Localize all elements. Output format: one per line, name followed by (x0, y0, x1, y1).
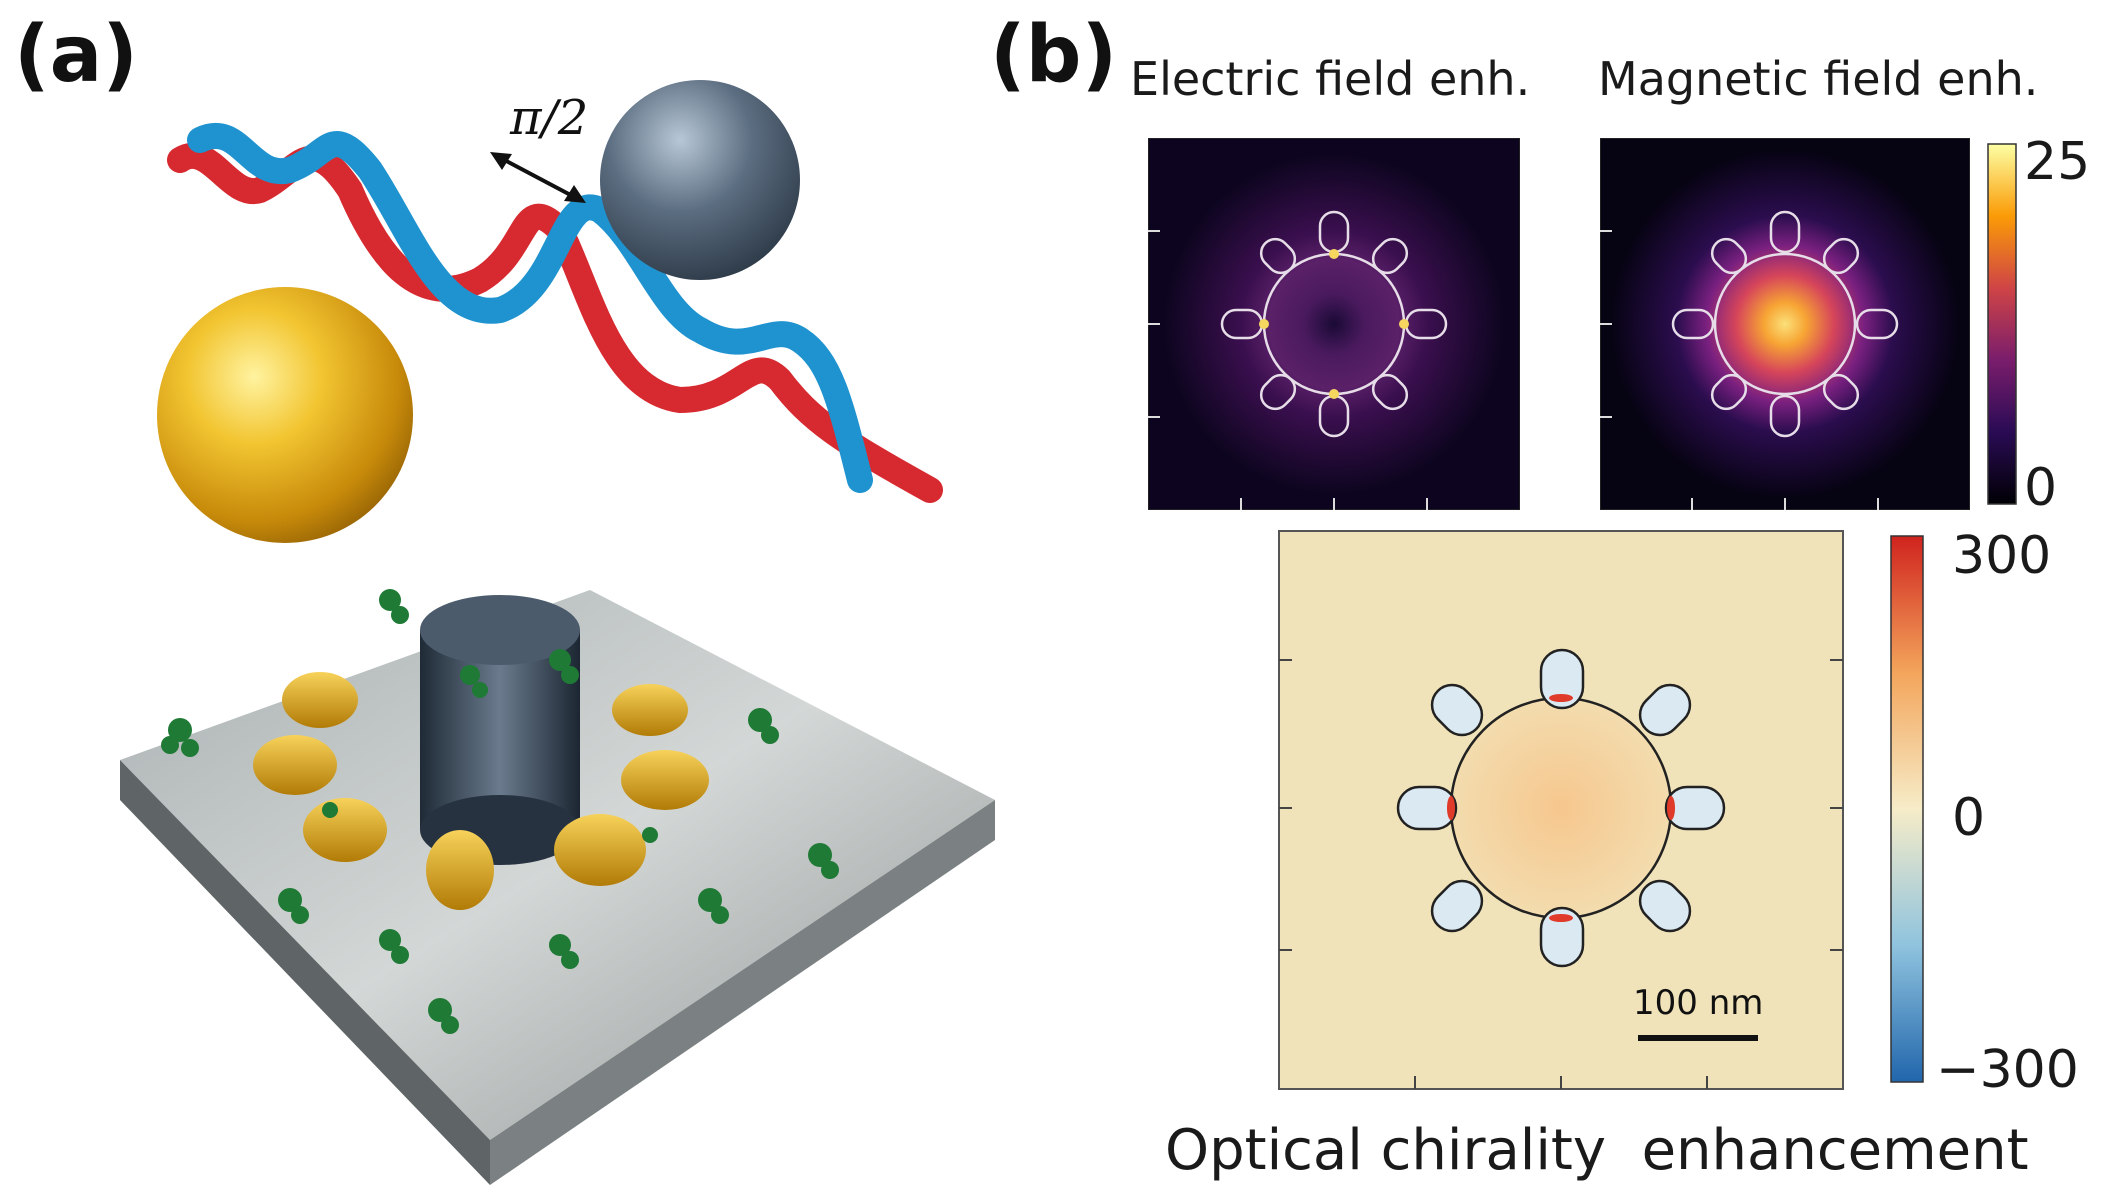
chirality-colorbar-max: 300 (1952, 526, 2052, 586)
magnetic-field-map (1600, 138, 1970, 510)
magnetic-field-title: Magnetic field enh. (1598, 52, 2039, 106)
chirality-colorbar-min: −300 (1936, 1040, 2079, 1100)
optical-chirality-caption: Optical chirality enhancement (1165, 1118, 2029, 1183)
panel-a-label: (a) (14, 10, 138, 100)
field-colorbar-max: 25 (2024, 132, 2091, 192)
blue-helix (187, 122, 873, 493)
chirality-colorbar (1890, 535, 1924, 1083)
panel-b-label: (b) (990, 10, 1118, 100)
electric-field-map (1148, 138, 1520, 510)
phase-label: π/2 (510, 90, 589, 146)
scale-bar-label: 100 nm (1633, 983, 1764, 1023)
panel-a-metasurface-illustration (90, 570, 1010, 1190)
optical-chirality-map (1278, 530, 1844, 1090)
gold-sphere (157, 287, 413, 543)
panel-a-helix-illustration (140, 60, 960, 580)
field-colorbar-min: 0 (2024, 458, 2058, 518)
electric-field-title: Electric field enh. (1130, 52, 1531, 106)
field-colorbar (1987, 143, 2017, 505)
chirality-colorbar-mid: 0 (1952, 788, 1986, 848)
dielectric-sphere (600, 80, 800, 280)
